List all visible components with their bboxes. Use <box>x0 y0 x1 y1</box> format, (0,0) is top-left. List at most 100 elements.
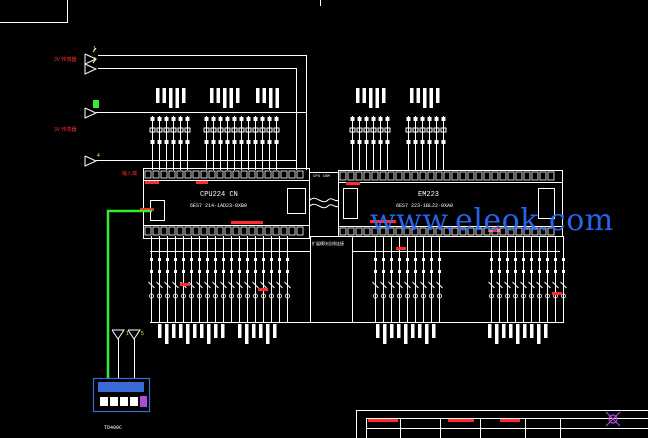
contact-top <box>378 117 383 121</box>
contact-body <box>384 127 391 133</box>
fuse-mid <box>430 270 433 273</box>
em223-module <box>338 170 563 237</box>
em-top-terminal <box>515 171 523 181</box>
em-bottom-terminal <box>451 227 459 236</box>
em-bottom-terminal <box>355 227 363 236</box>
lamp <box>157 293 162 299</box>
em-bottom-terminal <box>467 227 475 236</box>
contact-body <box>356 127 363 133</box>
contact-top <box>420 117 425 121</box>
contact-bottom <box>232 140 237 144</box>
contact-top <box>246 117 251 121</box>
contact-top <box>364 117 369 121</box>
em-top-terminal <box>491 171 499 181</box>
fuse-top <box>554 258 557 261</box>
contact-body <box>163 127 170 133</box>
lamp <box>413 293 418 299</box>
load-bar <box>390 324 394 338</box>
load-bar <box>252 324 256 338</box>
cpu-bottom-terminal <box>192 226 200 236</box>
fuse-mid <box>246 270 249 273</box>
fuse-top <box>398 258 401 261</box>
em-bottom-terminal <box>435 227 443 236</box>
contact-bottom <box>371 140 376 144</box>
fuse-mid <box>214 270 217 273</box>
watermark-text: www.eleok.com <box>370 203 614 238</box>
switch-contact <box>436 281 443 289</box>
load-bar <box>404 324 408 344</box>
contact-top <box>178 117 183 121</box>
lamp <box>529 293 534 299</box>
cpu-top-terminal <box>272 170 280 179</box>
lamp <box>389 293 394 299</box>
contact-top <box>171 117 176 121</box>
lamp <box>381 293 386 299</box>
lamp <box>521 293 526 299</box>
contact-bottom <box>427 140 432 144</box>
output-bar <box>236 88 240 103</box>
fuse-top <box>222 258 225 261</box>
em-top-terminal <box>539 171 547 181</box>
contact-body <box>245 127 252 133</box>
contact-top <box>385 117 390 121</box>
load-bar <box>193 324 197 338</box>
lamp <box>405 293 410 299</box>
load-bar <box>259 324 263 338</box>
output-bar <box>369 88 373 108</box>
switch-contact <box>156 281 163 289</box>
switch-contact <box>388 281 395 289</box>
contact-top <box>239 117 244 121</box>
contact-body <box>440 127 447 133</box>
lamp <box>237 293 242 299</box>
load-bar <box>418 324 422 338</box>
fuse-mid <box>546 270 549 273</box>
em-top-terminal <box>363 171 371 181</box>
fuse-top <box>438 258 441 261</box>
contact-bottom <box>164 140 169 144</box>
cpu-bottom-terminal <box>152 226 160 236</box>
cpu-top-terminal <box>264 170 272 179</box>
lamp <box>181 293 186 299</box>
contact-body <box>259 127 266 133</box>
fuse-mid <box>522 270 525 273</box>
load-bar <box>432 324 436 338</box>
contact-bottom <box>364 140 369 144</box>
red-marker <box>552 292 562 295</box>
top-bars-group <box>156 88 440 108</box>
switch-contact <box>252 281 259 289</box>
contact-top <box>274 117 279 121</box>
sensor-number-2: 3 <box>93 57 96 63</box>
contact-top <box>232 117 237 121</box>
cpu-top-terminal <box>200 170 208 179</box>
lower-field-wiring <box>148 236 567 344</box>
contact-top <box>267 117 272 121</box>
em-top-terminal <box>499 171 507 181</box>
load-bar <box>509 324 513 338</box>
contact-bottom <box>420 140 425 144</box>
fuse-mid <box>278 270 281 273</box>
fuse-mid <box>238 270 241 273</box>
red-marker <box>258 288 268 291</box>
sensor-green-marks <box>93 100 99 108</box>
switch-contact <box>268 281 275 289</box>
cpu-bottom-terminal <box>200 226 208 236</box>
switch-contact <box>380 281 387 289</box>
cpu-bottom-terminal <box>208 226 216 236</box>
output-bar <box>416 88 420 103</box>
cpu-top-terminal <box>208 170 216 179</box>
contact-body <box>412 127 419 133</box>
red-marker <box>180 283 190 286</box>
em-top-terminal <box>443 171 451 181</box>
contact-top <box>413 117 418 121</box>
load-bar <box>488 324 492 338</box>
load-bar <box>523 324 527 338</box>
load-bar <box>207 324 211 344</box>
em223-part-number: 6ES7 223-1BL22-0XA0 <box>396 203 454 209</box>
td400c-hmi <box>92 377 151 413</box>
contact-top <box>406 117 411 121</box>
em-top-terminal <box>459 171 467 181</box>
fuse-top <box>506 258 509 261</box>
load-bar <box>165 324 169 344</box>
